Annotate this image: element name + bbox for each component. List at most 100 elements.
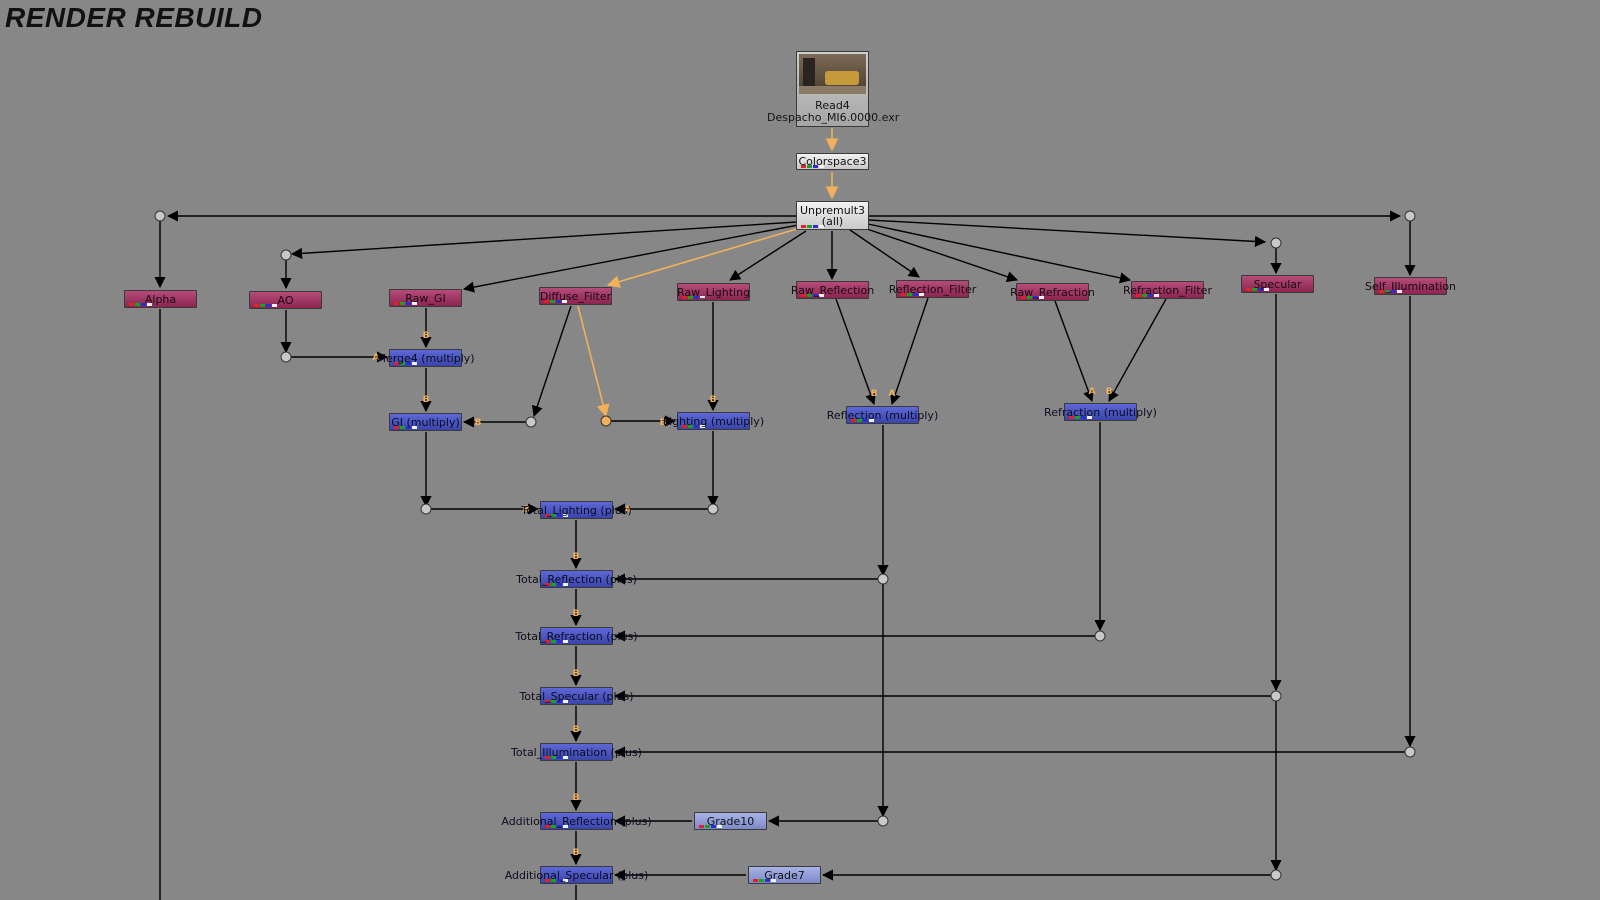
- reflection-multiply-node[interactable]: Reflection (multiply): [846, 406, 919, 424]
- input-letter: A: [1089, 387, 1096, 397]
- dot-node[interactable]: [421, 504, 431, 514]
- specular-label: Specular: [1253, 279, 1301, 290]
- raw-lighting-node[interactable]: Raw_Lighting: [677, 283, 750, 301]
- dot-node[interactable]: [1271, 870, 1281, 880]
- additional-specular-node[interactable]: Additional_Specular (plus): [540, 866, 613, 884]
- unpremult3-label: Unpremult3: [800, 205, 865, 216]
- input-letter: B: [423, 395, 430, 405]
- unpremult3-channels: (all): [822, 216, 843, 227]
- edge: [730, 231, 806, 280]
- colorspace3-label: Colorspace3: [799, 156, 867, 167]
- dot-node[interactable]: [155, 211, 165, 221]
- total-illumination-label: Total_Illumination (plus): [511, 747, 642, 758]
- dot-node[interactable]: [878, 574, 888, 584]
- alpha-label: Alpha: [145, 294, 176, 305]
- page-title: RENDER REBUILD: [5, 2, 262, 34]
- colorspace3-node[interactable]: Colorspace3: [796, 153, 869, 170]
- dot-node[interactable]: [526, 417, 536, 427]
- total-reflection-node[interactable]: Total_Reflection (plus): [540, 570, 613, 588]
- additional-reflection-node[interactable]: Additional_Reflection (plus): [540, 812, 613, 830]
- total-lighting-node[interactable]: Total_Lighting (plus): [540, 501, 613, 519]
- edge: [869, 220, 1265, 242]
- edge: [850, 230, 919, 277]
- grade10-label: Grade10: [707, 816, 755, 827]
- lighting-multiply-label: Lighting (multiply): [663, 416, 764, 427]
- ao-label: AO: [278, 295, 294, 306]
- gi-multiply-label: GI (multiply): [391, 417, 460, 428]
- diffuse-filter-label: Diffuse_Filter: [540, 291, 611, 302]
- input-letter: B: [573, 609, 580, 619]
- refraction-filter-label: Refraction_Filter: [1123, 285, 1212, 296]
- input-letter: B: [573, 793, 580, 803]
- raw-refraction-label: Raw_Refraction: [1010, 287, 1095, 298]
- raw-gi-label: Raw_GI: [405, 293, 445, 304]
- dot-node[interactable]: [878, 816, 888, 826]
- total-lighting-label: Total_Lighting (plus): [521, 505, 631, 516]
- edge: [1055, 301, 1092, 401]
- edge: [864, 228, 1017, 280]
- total-specular-node[interactable]: Total_Specular (plus): [540, 687, 613, 705]
- dot-node[interactable]: [1271, 238, 1281, 248]
- input-letters-layer: BABBBBBAABBABBBBBB: [373, 331, 1113, 858]
- read4-filename: Despacho_MI6.0000.exr: [767, 111, 898, 124]
- edge: [534, 306, 571, 416]
- input-letter: B: [1106, 387, 1113, 397]
- gi-multiply-node[interactable]: GI (multiply): [389, 413, 462, 431]
- reflection-filter-node[interactable]: Reflection_Filter: [896, 280, 969, 298]
- reflection-filter-label: Reflection_Filter: [889, 284, 976, 295]
- edge: [464, 225, 798, 289]
- alpha-node[interactable]: Alpha: [124, 290, 197, 308]
- dots-layer: [155, 211, 1415, 880]
- edge: [892, 298, 928, 404]
- merge4-label: Merge4 (multiply): [376, 353, 474, 364]
- edge: [292, 222, 797, 254]
- merge4-node[interactable]: Merge4 (multiply): [389, 349, 462, 367]
- additional-reflection-label: Additional_Reflection (plus): [501, 816, 651, 827]
- dot-node[interactable]: [708, 504, 718, 514]
- total-refraction-node[interactable]: Total_Refraction (plus): [540, 627, 613, 645]
- input-letter: B: [573, 669, 580, 679]
- dot-node[interactable]: [1405, 211, 1415, 221]
- input-letter: B: [423, 331, 430, 341]
- ao-node[interactable]: AO: [249, 291, 322, 309]
- grade7-node[interactable]: Grade7: [748, 866, 821, 884]
- raw-lighting-label: Raw_Lighting: [677, 287, 750, 298]
- refraction-multiply-label: Refraction (multiply): [1044, 407, 1157, 418]
- reflection-multiply-label: Reflection (multiply): [827, 410, 938, 421]
- unpremult3-node[interactable]: Unpremult3 (all): [796, 201, 869, 230]
- raw-gi-node[interactable]: Raw_GI: [389, 289, 462, 307]
- raw-reflection-label: Raw_Reflection: [791, 285, 874, 296]
- refraction-filter-node[interactable]: Refraction_Filter: [1131, 281, 1204, 299]
- input-letter: A: [889, 389, 896, 399]
- dot-node[interactable]: [1271, 691, 1281, 701]
- channel-indicator: [801, 225, 824, 228]
- refraction-multiply-node[interactable]: Refraction (multiply): [1064, 403, 1137, 421]
- additional-specular-label: Additional_Specular (plus): [505, 870, 649, 881]
- read4-node[interactable]: Read4 Despacho_MI6.0000.exr: [796, 51, 869, 127]
- input-letter: B: [573, 725, 580, 735]
- total-reflection-label: Total_Reflection (plus): [516, 574, 637, 585]
- input-letter: B: [871, 389, 878, 399]
- dot-node[interactable]: [281, 352, 291, 362]
- lighting-multiply-node[interactable]: Lighting (multiply): [677, 412, 750, 430]
- dot-node[interactable]: [281, 250, 291, 260]
- raw-reflection-node[interactable]: Raw_Reflection: [796, 281, 869, 299]
- dot-node[interactable]: [1405, 747, 1415, 757]
- specular-node[interactable]: Specular: [1241, 275, 1314, 293]
- dot-node[interactable]: [1095, 631, 1105, 641]
- edge: [1109, 299, 1166, 401]
- grade10-node[interactable]: Grade10: [694, 812, 767, 830]
- input-letter: B: [710, 395, 717, 405]
- self-illumination-node[interactable]: Self_Illumination: [1374, 277, 1447, 295]
- dot-node[interactable]: [601, 416, 611, 426]
- edge: [836, 299, 874, 404]
- diffuse-filter-node[interactable]: Diffuse_Filter: [539, 287, 612, 305]
- input-letter: B: [573, 848, 580, 858]
- edges-layer: [160, 128, 1410, 900]
- read-thumbnail: [799, 54, 866, 94]
- total-illumination-node[interactable]: Total_Illumination (plus): [540, 743, 613, 761]
- channel-indicator: [254, 304, 277, 307]
- grade7-label: Grade7: [764, 870, 805, 881]
- raw-refraction-node[interactable]: Raw_Refraction: [1016, 283, 1089, 301]
